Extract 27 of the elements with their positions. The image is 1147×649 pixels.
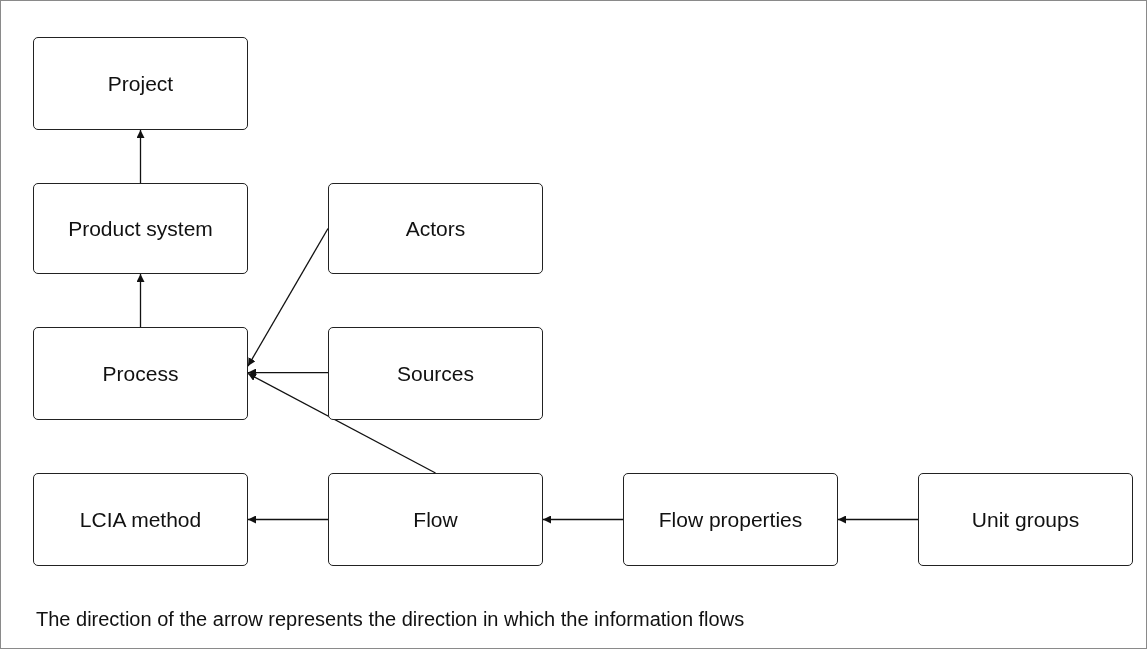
box-label: Actors [405, 216, 466, 241]
arrow [247, 227, 329, 367]
box-label: Project [107, 71, 174, 96]
process-box [33, 473, 248, 566]
box-label: Product system [68, 216, 213, 241]
process-box [33, 327, 248, 420]
box-label: Sources [396, 361, 474, 386]
arrow [136, 129, 145, 184]
process-box [33, 183, 248, 274]
arrow [542, 515, 624, 524]
box-label: Process [102, 361, 179, 386]
arrow [247, 372, 437, 474]
box-label: Unit groups [971, 507, 1080, 532]
caption: The direction of the arrow represents the direction in which the information flows [36, 608, 745, 631]
box-label: LCIA method [79, 507, 202, 532]
process-box [918, 473, 1133, 566]
arrow [136, 273, 145, 328]
arrow [247, 368, 329, 377]
box-label: Flow [413, 507, 458, 532]
arrow [247, 515, 329, 524]
arrow [837, 515, 919, 524]
process-box [33, 37, 248, 130]
process-box [328, 327, 543, 420]
process-box [328, 473, 543, 566]
box-label: Flow properties [658, 507, 803, 532]
process-box [623, 473, 838, 566]
process-box [328, 183, 543, 274]
